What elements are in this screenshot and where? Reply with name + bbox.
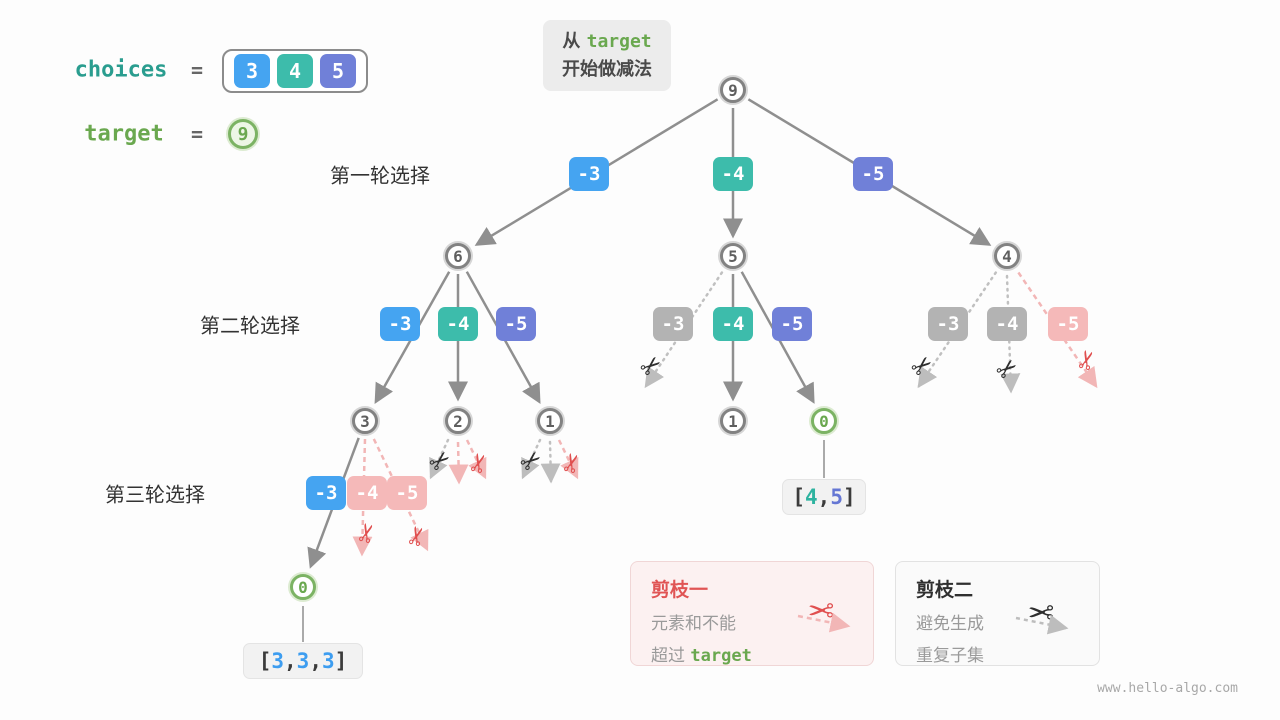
edge-label-r1-minus5: -5 xyxy=(853,157,893,191)
pruned-edge-3-m5 xyxy=(372,438,429,552)
comma: , xyxy=(284,649,297,673)
edge-label-r3-minus5-pruned: -5 xyxy=(387,476,427,510)
legend-prune2-line2: 重复子集 xyxy=(916,646,984,666)
legend-prune1-line2: 超过 target xyxy=(651,646,752,666)
edge-label-r2b-minus3-pruned: -3 xyxy=(653,307,693,341)
tree-node-root-9: 9 xyxy=(720,77,746,103)
edge-label-r1-minus4: -4 xyxy=(713,157,753,191)
tree-node-6: 6 xyxy=(445,243,471,269)
pruned-edge-2-right xyxy=(465,439,487,480)
annotation-target-code: target xyxy=(586,30,652,52)
edge-label-r3-minus3: -3 xyxy=(306,476,346,510)
round-1-label: 第一轮选择 xyxy=(330,163,430,188)
annotation-line1: 从 target xyxy=(562,30,652,52)
edge-label-r2c-minus4-pruned: -4 xyxy=(987,307,1027,341)
pruned-edge-2-left xyxy=(429,438,450,480)
legend-prune2: 剪枝二 避免生成 重复子集 xyxy=(895,561,1100,666)
choice-4-chip: 4 xyxy=(277,54,313,88)
choices-label: choices xyxy=(74,57,168,83)
edge-label-r2b-minus4: -4 xyxy=(713,307,753,341)
tree-node-0-solution-45: 0 xyxy=(811,408,837,434)
edge-label-r1-minus3: -3 xyxy=(569,157,609,191)
tree-node-2: 2 xyxy=(445,408,471,434)
comma: , xyxy=(309,649,322,673)
legend-prune2-title: 剪枝二 xyxy=(916,579,974,601)
pruned-edge-1-mid xyxy=(540,440,561,484)
result-4-5: [4,5] xyxy=(782,479,866,515)
target-equals: = xyxy=(190,122,204,146)
legend-prune1-title: 剪枝一 xyxy=(651,579,709,601)
pruned-edge-4-m5 xyxy=(1017,271,1098,389)
edge-label-r2a-minus4: -4 xyxy=(438,307,478,341)
edge-label-r2b-minus5: -5 xyxy=(772,307,812,341)
edge-label-r2c-minus5-pruned: -5 xyxy=(1048,307,1088,341)
annotation-box: 从 target 开始做减法 xyxy=(543,20,671,91)
edge-label-r3-minus4-pruned: -4 xyxy=(347,476,387,510)
legend-prune1-line1: 元素和不能 xyxy=(651,614,736,634)
round-3-label: 第三轮选择 xyxy=(105,482,205,507)
target-circle: 9 xyxy=(228,119,258,149)
round-2-label: 第二轮选择 xyxy=(200,313,300,338)
comma: , xyxy=(817,485,831,509)
tree-node-3: 3 xyxy=(352,408,378,434)
pruned-edge-1-left xyxy=(521,438,542,480)
legend-prune2-line1: 避免生成 xyxy=(916,614,984,634)
tree-node-0-solution-333: 0 xyxy=(290,574,316,600)
legend-prune1: 剪枝一 元素和不能 超过 target xyxy=(630,561,874,666)
watermark: www.hello-algo.com xyxy=(1097,681,1238,696)
legend-target-code: target xyxy=(690,646,752,666)
choice-3-chip: 3 xyxy=(234,54,270,88)
bracket: ] xyxy=(334,649,348,673)
scissors-icon-legend-prune1: ✂ xyxy=(807,592,835,630)
pruned-edge-2-mid xyxy=(448,441,469,485)
pruned-edge-1-right xyxy=(557,439,579,480)
tree-node-1b: 1 xyxy=(720,408,746,434)
tree-node-1a: 1 xyxy=(537,408,563,434)
result-value-3a: 3 xyxy=(271,649,285,673)
edge-label-r2a-minus5: -5 xyxy=(496,307,536,341)
tree-node-4: 4 xyxy=(994,243,1020,269)
edge-label-r2a-minus3: -3 xyxy=(380,307,420,341)
edge-label-r2c-minus3-pruned: -3 xyxy=(928,307,968,341)
result-value-4: 4 xyxy=(805,485,818,509)
annotation-line2: 开始做减法 xyxy=(562,58,652,80)
result-value-3c: 3 xyxy=(321,649,335,673)
result-value-3b: 3 xyxy=(296,649,310,673)
target-label: target xyxy=(84,121,164,147)
tree-node-5: 5 xyxy=(720,243,746,269)
bracket: ] xyxy=(842,485,856,509)
bracket: [ xyxy=(792,485,806,509)
result-3-3-3: [3,3,3] xyxy=(243,643,363,679)
choice-5-chip: 5 xyxy=(320,54,356,88)
scissors-icon-legend-prune2: ✂ xyxy=(1027,594,1055,632)
choices-equals: = xyxy=(190,58,204,82)
result-value-5: 5 xyxy=(830,485,843,509)
bracket: [ xyxy=(258,649,272,673)
choices-box: 3 4 5 xyxy=(222,49,368,93)
